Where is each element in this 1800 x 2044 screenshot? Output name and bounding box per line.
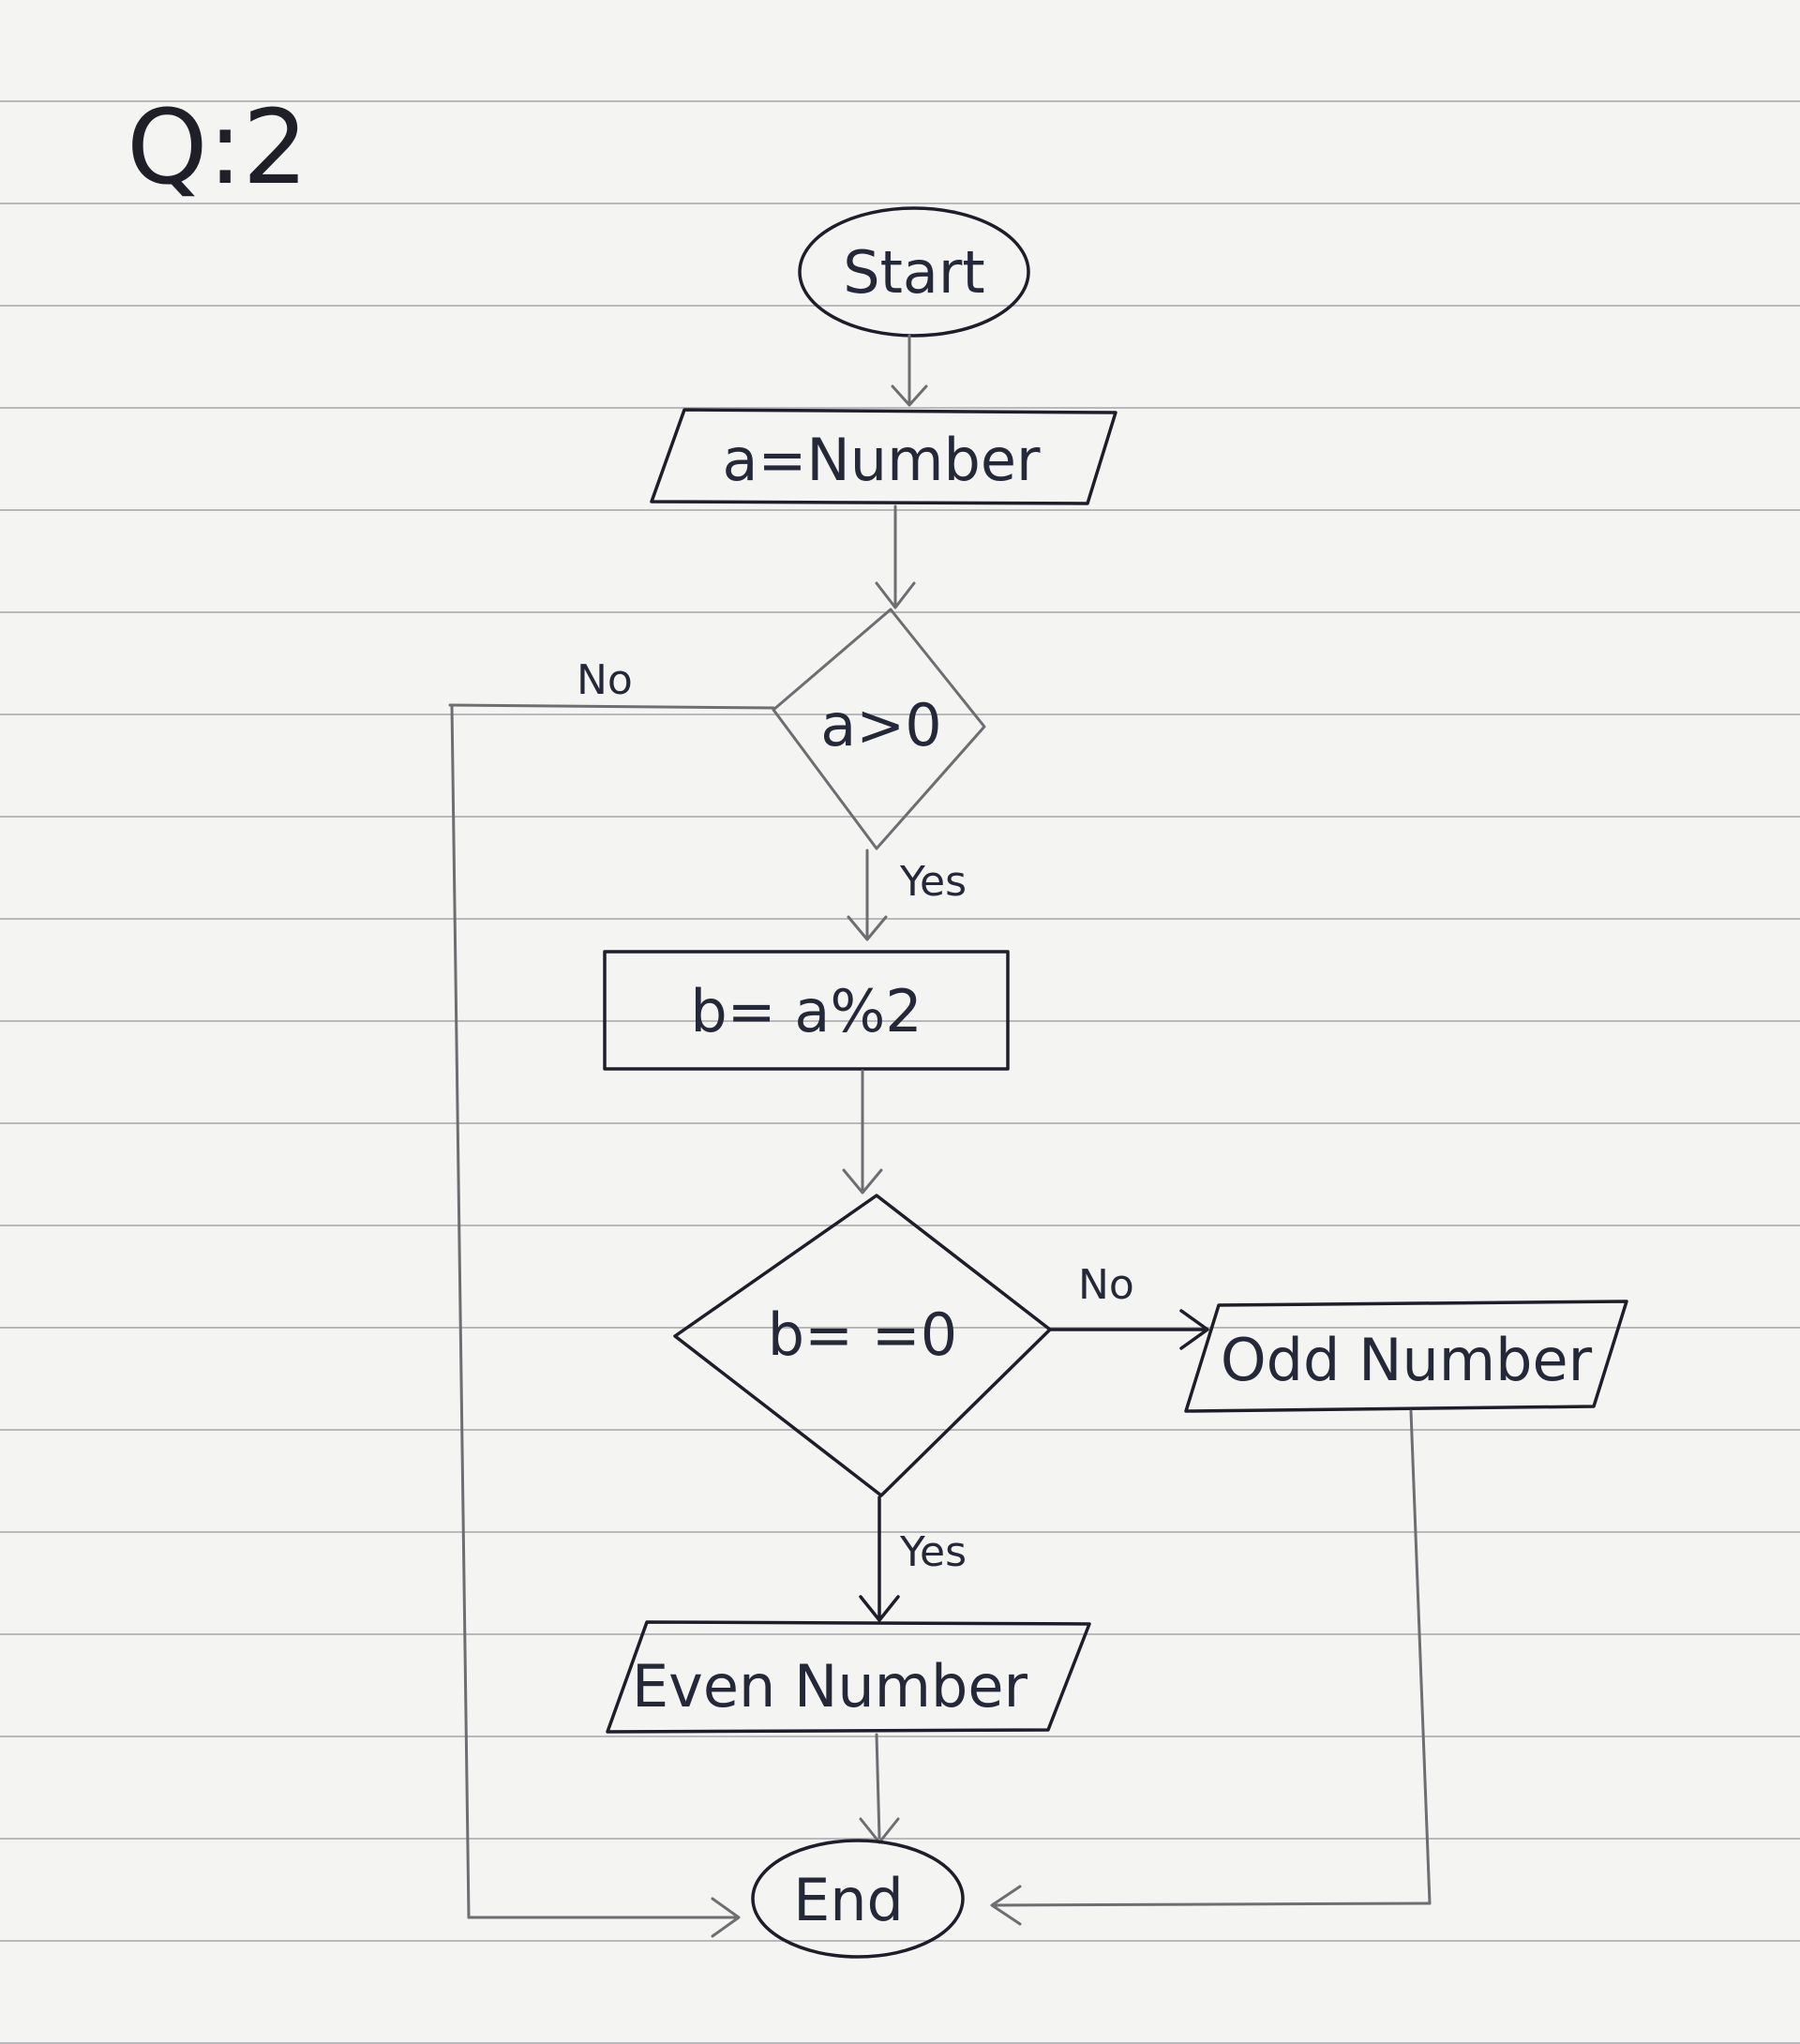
decision2-no-label: No bbox=[1078, 1261, 1134, 1309]
arrow-even-to-end bbox=[859, 1733, 900, 1844]
process-box: b= a%2 bbox=[603, 950, 1010, 1071]
odd-label: Odd Number bbox=[1221, 1326, 1593, 1394]
decision1-no-label: No bbox=[577, 656, 633, 704]
edge-decision2-yes: Yes bbox=[859, 1495, 967, 1622]
decision2-label: b= =0 bbox=[768, 1300, 957, 1369]
input-label: a=Number bbox=[722, 426, 1041, 494]
arrow-input-to-decision1 bbox=[875, 504, 916, 609]
decision2-yes-label: Yes bbox=[899, 1528, 967, 1576]
question-title: Q:2 bbox=[127, 87, 308, 207]
end-label: End bbox=[793, 1866, 904, 1934]
edge-decision1-no: No bbox=[448, 656, 775, 1938]
arrow-start-to-input bbox=[891, 334, 928, 407]
odd-number-output: Odd Number bbox=[1184, 1300, 1628, 1413]
end-terminal: End bbox=[751, 1839, 965, 1959]
edge-odd-to-end bbox=[990, 1409, 1432, 1926]
even-number-output: Even Number bbox=[606, 1620, 1091, 1734]
decision1-label: a>0 bbox=[820, 691, 941, 759]
input-parallelogram: a=Number bbox=[650, 408, 1118, 505]
decision-a-gt-0: a>0 bbox=[772, 608, 986, 850]
arrow-process-to-decision2 bbox=[842, 1069, 883, 1195]
process-label: b= a%2 bbox=[690, 977, 922, 1045]
edge-decision2-no: No bbox=[1048, 1261, 1209, 1350]
start-terminal: Start bbox=[798, 206, 1030, 338]
edge-decision1-yes: Yes bbox=[847, 849, 967, 941]
start-label: Start bbox=[843, 238, 984, 307]
decision1-yes-label: Yes bbox=[899, 858, 967, 906]
decision-b-eq-0: b= =0 bbox=[673, 1194, 1052, 1497]
even-label: Even Number bbox=[632, 1652, 1028, 1721]
